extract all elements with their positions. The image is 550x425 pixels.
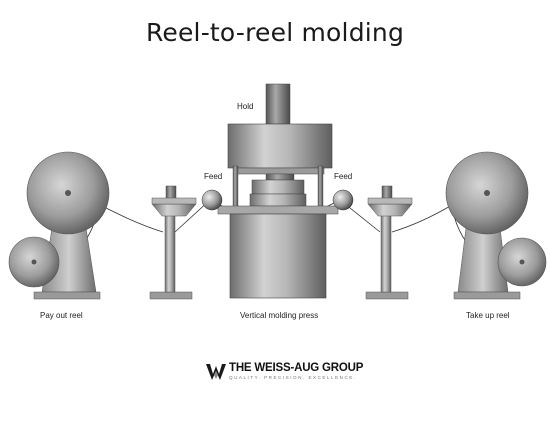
- take-up-reel-assembly: [445, 151, 547, 300]
- left-guide-stand: [149, 185, 197, 300]
- take-up-reel-label: Take up reel: [466, 311, 510, 320]
- vertical-molding-press: [201, 83, 354, 299]
- right-feed-roller: [332, 189, 354, 211]
- pay-out-base: [33, 291, 101, 300]
- hold-cylinder: [265, 83, 291, 125]
- vertical-molding-press-label: Vertical molding press: [240, 311, 319, 320]
- feed-right-label: Feed: [334, 172, 353, 181]
- logo-mark-icon: [206, 364, 226, 380]
- pay-out-reel-label: Pay out reel: [40, 311, 83, 320]
- logo-name: THE WEISS-AUG GROUP: [229, 362, 364, 374]
- feed-left-label: Feed: [204, 172, 223, 181]
- take-up-base: [453, 291, 521, 300]
- weiss-aug-logo: THE WEISS-AUG GROUP QUALITY. PRECISION. …: [205, 362, 363, 384]
- right-guide-stand: [365, 185, 413, 300]
- logo-tagline: QUALITY. PRECISION. EXCELLENCE.: [229, 375, 357, 380]
- pay-out-reel-assembly: [8, 151, 110, 300]
- diagram-title: Reel-to-reel molding: [145, 18, 405, 47]
- left-feed-roller: [201, 189, 223, 211]
- hold-label: Hold: [237, 102, 254, 111]
